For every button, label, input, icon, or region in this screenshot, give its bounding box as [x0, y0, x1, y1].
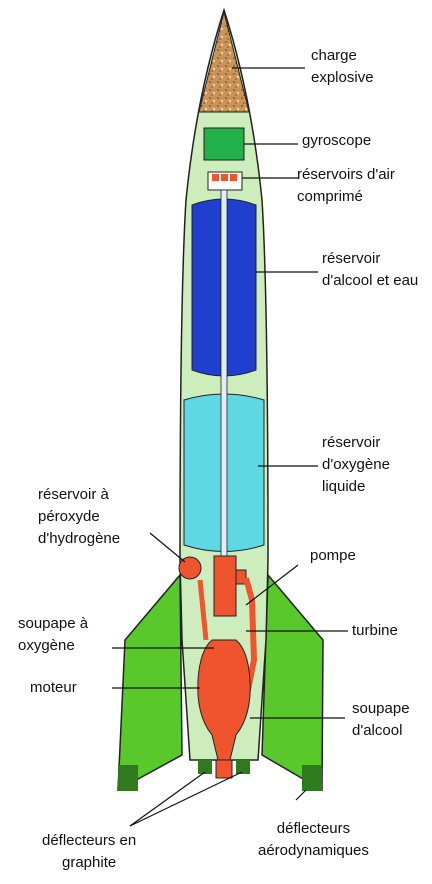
left-fin	[118, 575, 182, 790]
label-reservoir-oxygene-liquide: réservoir d'oxygène liquide	[322, 432, 390, 498]
label-deflecteurs-graphite: déflecteurs en graphite	[42, 830, 136, 874]
label-gyroscope: gyroscope	[302, 130, 371, 152]
leader-graphite-2	[130, 772, 242, 826]
label-reservoir-peroxyde: réservoir à péroxyde d'hydrogène	[38, 484, 120, 550]
label-soupape-alcool: soupape d'alcool	[352, 698, 410, 742]
right-fin	[262, 575, 323, 790]
air-tanks	[208, 172, 242, 190]
right-fin-tip	[302, 765, 322, 791]
label-reservoir-alcool-eau: réservoir d'alcool et eau	[322, 248, 418, 292]
label-soupape-oxygene: soupape à oxygène	[18, 613, 88, 657]
graphite-deflector-right	[236, 760, 250, 774]
label-reservoirs-air-comprime: réservoirs d'air comprimé	[297, 164, 395, 208]
label-turbine: turbine	[352, 620, 398, 642]
label-moteur: moteur	[30, 677, 77, 699]
label-pompe: pompe	[310, 545, 356, 567]
leader-graphite-1	[130, 772, 205, 826]
left-fin-tip	[118, 765, 138, 791]
leader-aero	[296, 790, 306, 800]
graphite-deflector-left	[198, 760, 212, 774]
label-deflecteurs-aerodynamiques: déflecteurs aérodynamiques	[258, 818, 369, 862]
label-charge-explosive: charge explosive	[311, 45, 374, 89]
feed-pipe	[221, 190, 227, 560]
gyroscope-box	[204, 128, 244, 160]
nozzle	[216, 760, 232, 778]
warhead	[199, 12, 249, 112]
